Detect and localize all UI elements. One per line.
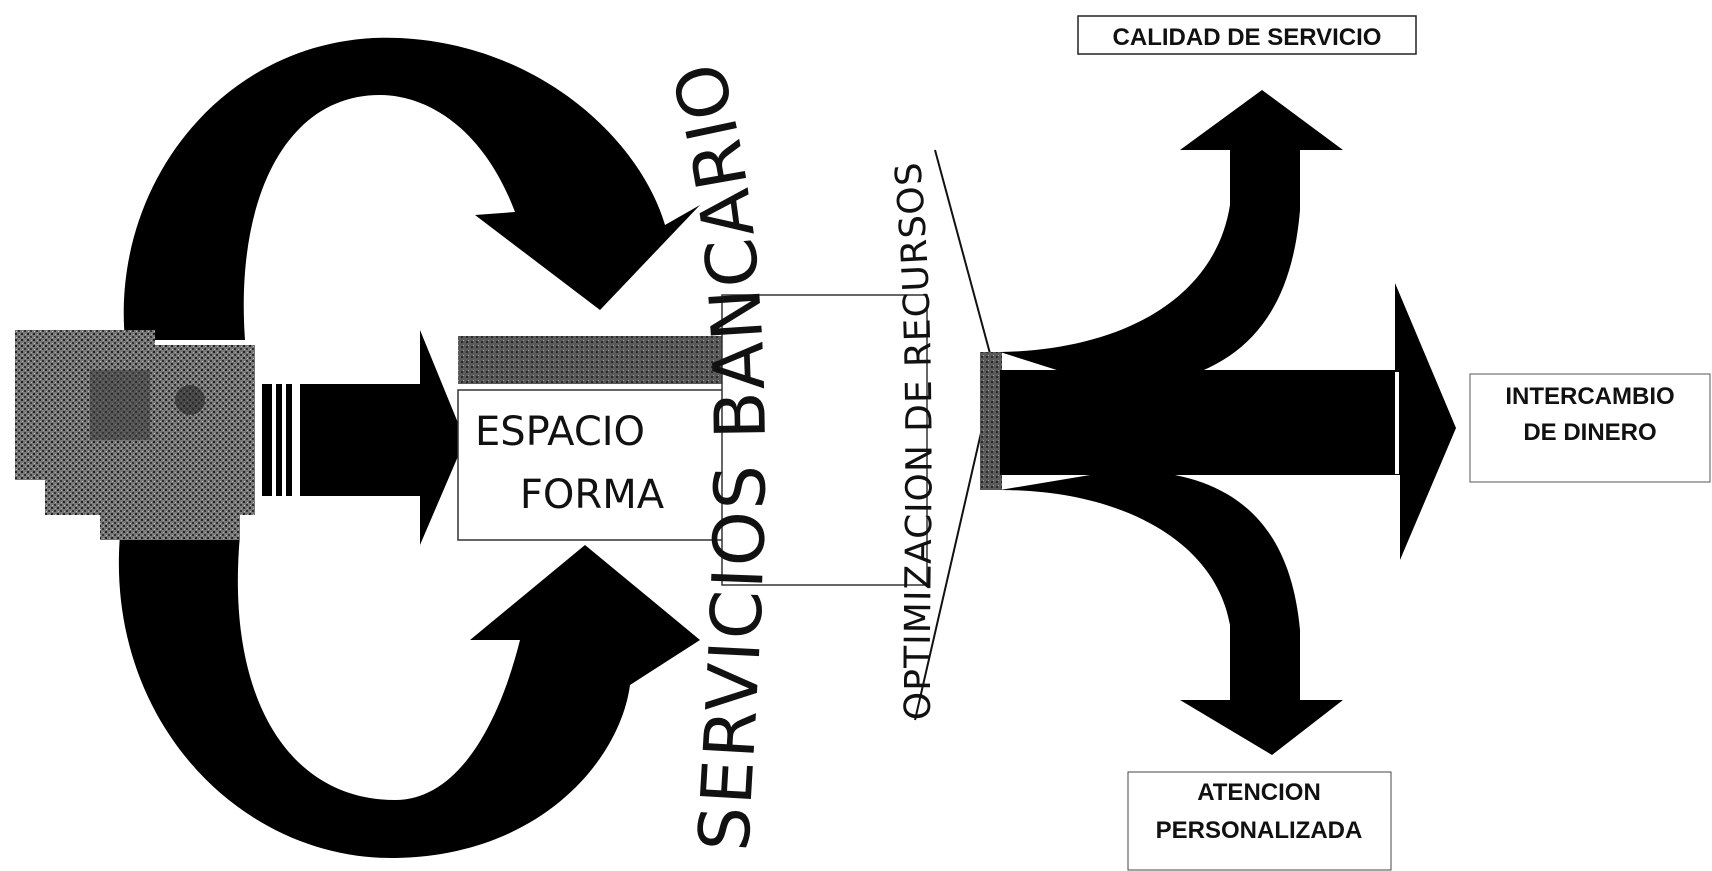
cycle-arrow-lower: [118, 535, 700, 859]
label-right-box: [1469, 373, 1711, 483]
arrow-up: [1000, 90, 1343, 390]
center-box-line-2: FORMA: [520, 472, 665, 518]
services-box: [721, 294, 928, 586]
label-top-box: [1077, 15, 1417, 55]
prism-stipple: [980, 352, 1002, 490]
stipple-band: [458, 336, 723, 384]
label-right-line-1: INTERCAMBIO: [1505, 383, 1674, 410]
label-bottom-line-2: PERSONALIZADA: [1156, 817, 1363, 844]
center-box-line-1: ESPACIO: [475, 409, 645, 455]
arrow-down: [1000, 470, 1343, 755]
label-right-line-2: DE DINERO: [1523, 419, 1656, 446]
arrow-right: [1000, 283, 1456, 560]
label-top: CALIDAD DE SERVICIO: [1113, 24, 1382, 51]
source-block: [15, 330, 292, 540]
label-bottom-line-1: ATENCION: [1197, 779, 1321, 806]
input-arrow: [300, 330, 465, 545]
center-box: [457, 389, 724, 541]
label-bottom-box: [1127, 771, 1392, 871]
cycle-arrow-upper: [123, 37, 700, 340]
output-arrows: [1000, 90, 1456, 755]
